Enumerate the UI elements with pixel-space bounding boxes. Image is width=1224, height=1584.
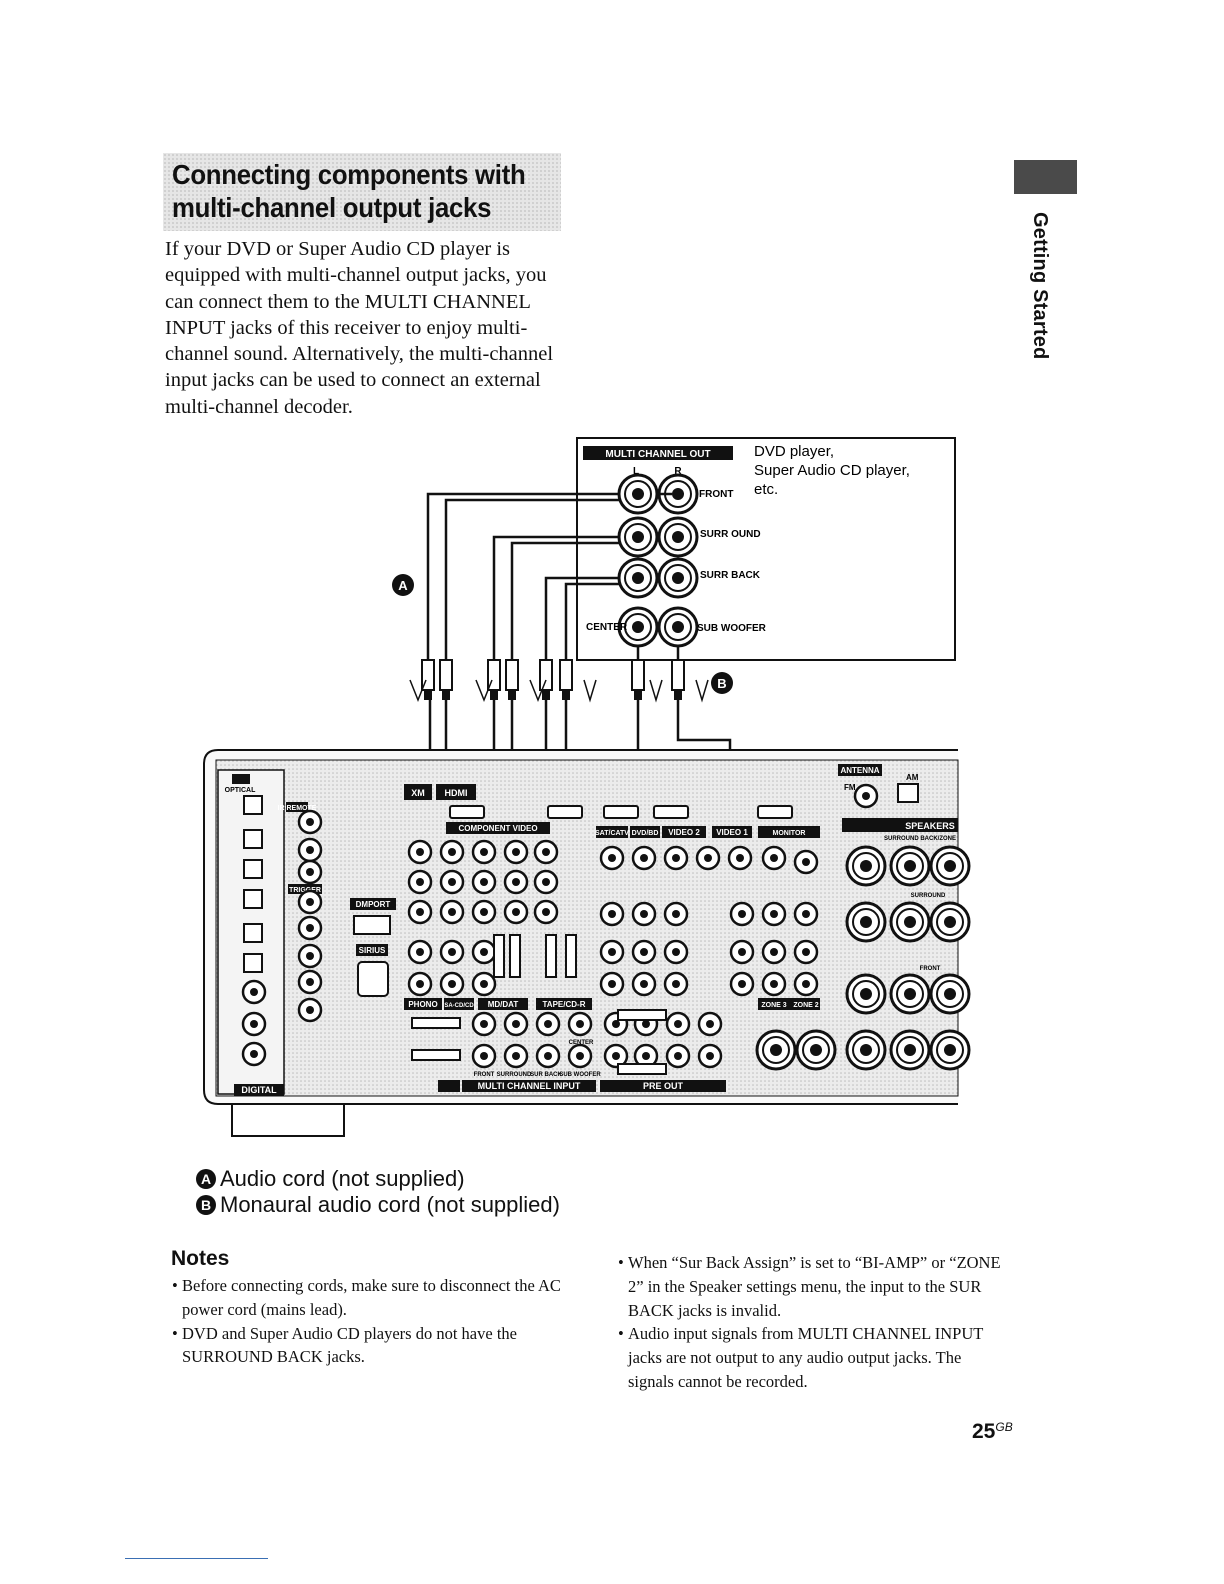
front-label: FRONT bbox=[920, 966, 941, 972]
surround-jack-label: SURROUND bbox=[497, 1072, 532, 1078]
center-label: CENTER bbox=[586, 622, 628, 633]
svg-text:A: A bbox=[398, 578, 408, 593]
digital-label: DIGITAL bbox=[241, 1085, 277, 1095]
monitor-label: MONITOR bbox=[773, 830, 806, 837]
device-desc-2: Super Audio CD player, bbox=[754, 462, 910, 479]
plugs bbox=[409, 659, 709, 703]
row-front-label: FRONT bbox=[699, 489, 733, 500]
multi-channel-out-label: MULTI CHANNEL OUT bbox=[605, 449, 710, 460]
sub-woofer-jack-label: SUB WOOFER bbox=[559, 1072, 601, 1078]
device-desc-3: etc. bbox=[754, 481, 778, 498]
speakers-label: SPEAKERS bbox=[905, 821, 955, 831]
am-label: AM bbox=[906, 773, 919, 782]
source-jack-surrback-r bbox=[657, 557, 699, 599]
heading-line-1: Connecting components with bbox=[172, 159, 526, 190]
sa-cd-label: SA-CD/CD bbox=[444, 1003, 474, 1009]
source-jack-subwoofer bbox=[657, 606, 699, 648]
sur-back-jack-label: SUR BACK bbox=[530, 1072, 562, 1078]
row-subwoofer-label: SUB WOOFER bbox=[697, 623, 767, 634]
side-tab-marker bbox=[1014, 160, 1077, 194]
zone3-label: ZONE 3 bbox=[761, 1002, 786, 1009]
section-heading: Connecting components with multi-channel… bbox=[172, 158, 531, 224]
receiver-rear-panel: OPTICAL DIGITAL IR REMOTE TRIGGER DMPORT… bbox=[203, 749, 971, 1137]
front-jack-label: FRONT bbox=[474, 1072, 495, 1078]
col-left-label: L bbox=[633, 466, 639, 477]
legend-text-b: Monaural audio cord (not supplied) bbox=[220, 1192, 560, 1217]
notes-title: Notes bbox=[171, 1247, 230, 1270]
notes-list-right: When “Sur Back Assign” is set to “BI-AMP… bbox=[618, 1251, 1010, 1394]
legend-item-b: B Monaural audio cord (not supplied) bbox=[196, 1192, 560, 1218]
footer-rule bbox=[125, 1558, 268, 1559]
col-right-label: R bbox=[674, 466, 682, 477]
zone2-label: ZONE 2 bbox=[793, 1002, 818, 1009]
sirius-label: SIRIUS bbox=[359, 946, 386, 955]
source-jack-surround-r bbox=[657, 516, 699, 558]
legend-text-a: Audio cord (not supplied) bbox=[220, 1166, 465, 1191]
page-number: 25GB bbox=[972, 1420, 1013, 1444]
side-tab-label: Getting Started bbox=[1029, 212, 1051, 360]
note-item: When “Sur Back Assign” is set to “BI-AMP… bbox=[618, 1251, 1010, 1322]
fm-label: FM bbox=[844, 783, 856, 792]
legend-item-a: A Audio cord (not supplied) bbox=[196, 1166, 560, 1192]
cable-b-marker: B bbox=[711, 672, 733, 694]
svg-text:B: B bbox=[717, 676, 726, 691]
video2-label: VIDEO 2 bbox=[668, 828, 700, 837]
dmport-label: DMPORT bbox=[356, 900, 391, 909]
trigger-label: TRIGGER bbox=[289, 887, 321, 894]
source-jack-front-l bbox=[617, 473, 659, 515]
source-jack-surround-l bbox=[617, 516, 659, 558]
row-surrback-label: SURR BACK bbox=[700, 570, 761, 581]
row-surround-label: SURR OUND bbox=[700, 529, 761, 540]
tape-cd-r-label: TAPE/CD-R bbox=[543, 1000, 586, 1009]
notes-list-left: Before connecting cords, make sure to di… bbox=[172, 1274, 572, 1369]
center-jack-label: CENTER bbox=[569, 1040, 594, 1046]
xm-label: XM bbox=[411, 788, 425, 798]
dvd-bd-label: DVD/BD bbox=[632, 830, 659, 837]
legend: A Audio cord (not supplied) B Monaural a… bbox=[196, 1166, 560, 1218]
legend-badge-b: B bbox=[196, 1195, 216, 1215]
ir-remote-label: IR REMOTE bbox=[278, 805, 317, 812]
optical-label: OPTICAL bbox=[225, 787, 256, 794]
intro-paragraph: If your DVD or Super Audio CD player is … bbox=[165, 238, 554, 418]
antenna-label: ANTENNA bbox=[840, 766, 879, 775]
device-desc-1: DVD player, bbox=[754, 443, 834, 460]
heading-line-2: multi-channel output jacks bbox=[172, 192, 492, 223]
surround-label: SURROUND bbox=[911, 893, 946, 899]
phono-label: PHONO bbox=[408, 1000, 437, 1009]
page-number-suffix: GB bbox=[995, 1420, 1013, 1434]
page-number-value: 25 bbox=[972, 1420, 996, 1443]
surround-back-label: SURROUND BACK/ZONE bbox=[884, 836, 956, 842]
multi-channel-input-label: MULTI CHANNEL INPUT bbox=[478, 1081, 581, 1091]
legend-badge-a: A bbox=[196, 1169, 216, 1189]
sat-catv-label: SAT/CATV bbox=[595, 830, 629, 837]
heading-background bbox=[163, 153, 561, 231]
source-device: MULTI CHANNEL OUT L R FRONT SURR OUND SU… bbox=[576, 437, 956, 661]
cable-a-marker: A bbox=[392, 574, 414, 596]
video1-label: VIDEO 1 bbox=[716, 828, 748, 837]
component-video-label: COMPONENT VIDEO bbox=[458, 824, 537, 833]
pre-out-label: PRE OUT bbox=[643, 1081, 684, 1091]
md-dat-label: MD/DAT bbox=[488, 1000, 519, 1009]
source-jack-surrback-l bbox=[617, 557, 659, 599]
note-item: Before connecting cords, make sure to di… bbox=[172, 1274, 572, 1322]
hdmi-label: HDMI bbox=[445, 788, 468, 798]
note-item: Audio input signals from MULTI CHANNEL I… bbox=[618, 1322, 1010, 1393]
note-item: DVD and Super Audio CD players do not ha… bbox=[172, 1322, 572, 1370]
